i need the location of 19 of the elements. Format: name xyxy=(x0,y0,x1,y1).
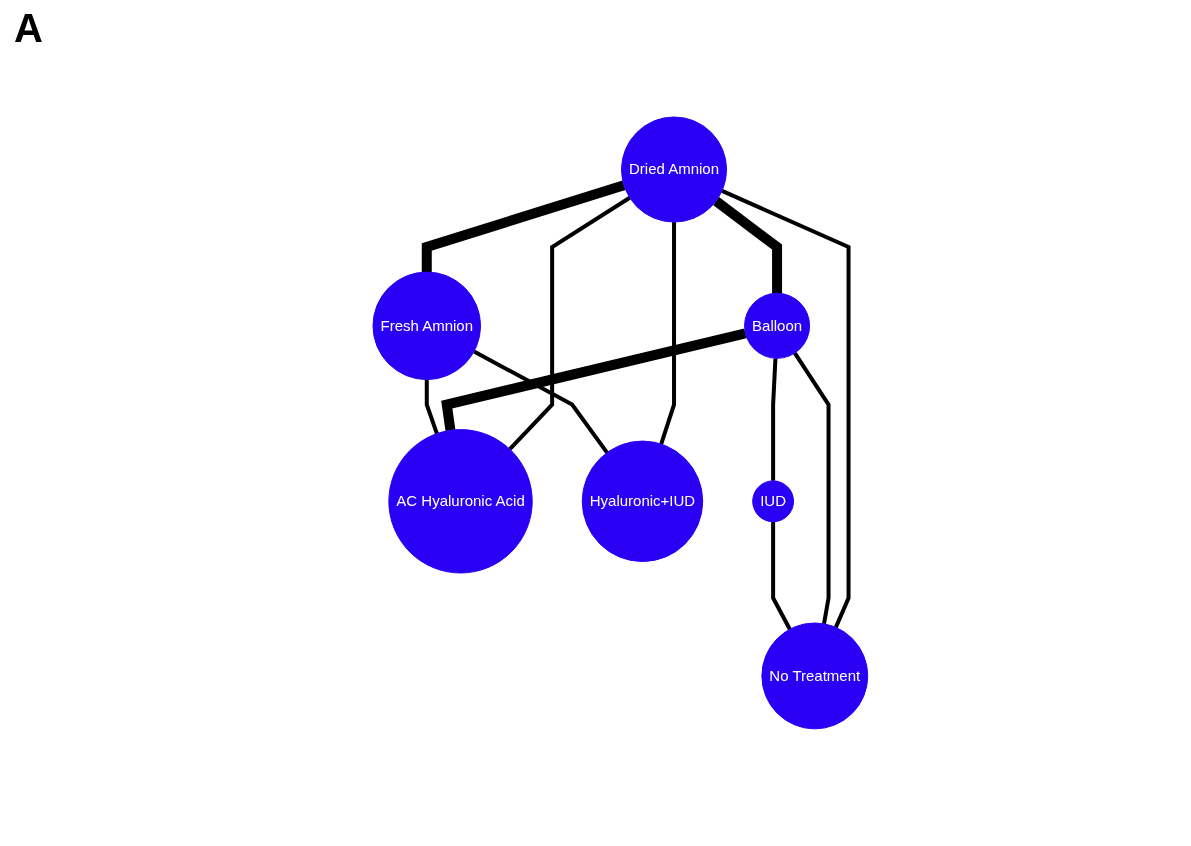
connector xyxy=(792,352,831,625)
connector xyxy=(440,328,747,432)
connector xyxy=(712,197,782,294)
connector xyxy=(508,196,631,451)
connector xyxy=(421,180,626,273)
node-circle: No Treatment xyxy=(761,622,868,730)
node-circle: Balloon xyxy=(743,292,810,359)
node-circle: AC Hyaluronic Acid xyxy=(388,429,533,574)
connector xyxy=(658,222,676,445)
panel-letter: A xyxy=(14,6,43,50)
connector xyxy=(472,349,609,454)
connector xyxy=(424,379,439,435)
node-circle: Hyaluronic+IUD xyxy=(581,440,703,563)
connector xyxy=(770,358,778,481)
node-circle: Fresh Amnion xyxy=(372,271,481,381)
connector xyxy=(720,189,851,629)
node-circle: Dried Amnion xyxy=(620,116,727,223)
node-circle: IUD xyxy=(751,480,794,523)
connector xyxy=(770,521,792,631)
